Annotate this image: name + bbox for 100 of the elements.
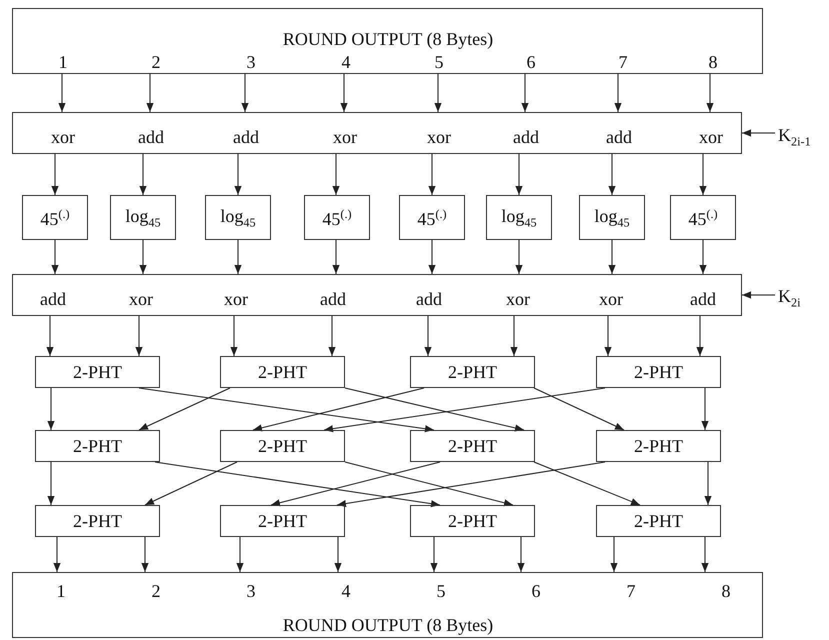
operation-label: xor bbox=[333, 128, 357, 146]
arrow bbox=[139, 240, 147, 274]
byte-number: 3 bbox=[246, 582, 256, 600]
arrow bbox=[138, 388, 230, 430]
arrow bbox=[324, 388, 606, 432]
function-box bbox=[399, 195, 465, 240]
operation-bar bbox=[12, 112, 742, 154]
output-panel bbox=[12, 572, 763, 638]
pht-box bbox=[410, 505, 535, 537]
pht-box bbox=[410, 430, 535, 462]
byte-number: 3 bbox=[246, 53, 256, 71]
arrow bbox=[146, 74, 154, 112]
function-box bbox=[110, 195, 176, 240]
arrow bbox=[701, 536, 709, 572]
operation-label: xor bbox=[599, 290, 623, 308]
operation-label: add bbox=[513, 128, 539, 146]
arrow bbox=[141, 536, 149, 572]
function-label: log$_{45}$ bbox=[594, 206, 630, 228]
byte-number: 4 bbox=[342, 53, 350, 71]
arrow bbox=[53, 536, 61, 572]
panel-title: ROUND OUTPUT (8 Bytes) bbox=[282, 616, 494, 634]
arrow bbox=[47, 388, 55, 430]
arrow bbox=[58, 74, 66, 112]
arrow bbox=[742, 291, 776, 299]
arrow bbox=[46, 316, 54, 356]
operation-label: xor bbox=[129, 290, 153, 308]
arrow bbox=[340, 74, 348, 112]
operation-label: xor bbox=[506, 290, 530, 308]
function-box bbox=[670, 195, 736, 240]
arrow bbox=[706, 74, 714, 112]
function-box bbox=[205, 195, 271, 240]
arrow bbox=[135, 316, 143, 356]
operation-label: add bbox=[40, 290, 66, 308]
function-box bbox=[486, 195, 552, 240]
operation-label: add bbox=[606, 128, 632, 146]
pht-label: 2-PHT bbox=[258, 437, 307, 455]
pht-label: 2-PHT bbox=[634, 437, 683, 455]
arrow bbox=[517, 536, 525, 572]
arrow bbox=[614, 74, 622, 112]
arrow bbox=[344, 462, 514, 506]
arrow bbox=[332, 240, 340, 274]
arrow bbox=[699, 154, 707, 196]
arrow bbox=[270, 462, 440, 506]
arrow bbox=[334, 536, 342, 572]
function-label: 45$^{(.)}$ bbox=[322, 208, 352, 228]
arrow bbox=[521, 74, 529, 112]
function-label: 45$^{(.)}$ bbox=[688, 208, 718, 228]
byte-number: 5 bbox=[434, 53, 444, 71]
arrow bbox=[430, 536, 438, 572]
arrow bbox=[701, 388, 709, 430]
panel-title: ROUND OUTPUT (8 Bytes) bbox=[282, 30, 494, 48]
byte-number: 8 bbox=[722, 582, 730, 600]
pht-box bbox=[35, 356, 160, 388]
pht-box bbox=[220, 505, 345, 537]
arrow bbox=[699, 240, 707, 274]
pht-label: 2-PHT bbox=[73, 512, 122, 530]
function-box bbox=[22, 195, 88, 240]
pht-box bbox=[596, 505, 721, 537]
arrow bbox=[139, 154, 147, 196]
pht-label: 2-PHT bbox=[634, 363, 683, 381]
arrow bbox=[154, 462, 440, 508]
byte-number: 6 bbox=[532, 582, 540, 600]
arrow bbox=[696, 316, 704, 356]
function-label: 45$^{(.)}$ bbox=[417, 208, 447, 228]
operation-label: xor bbox=[699, 128, 723, 146]
operation-label: xor bbox=[224, 290, 248, 308]
function-label: log$_{45}$ bbox=[220, 206, 256, 228]
arrow bbox=[47, 462, 55, 506]
pht-box bbox=[596, 356, 721, 388]
pht-label: 2-PHT bbox=[73, 437, 122, 455]
byte-number: 1 bbox=[58, 53, 68, 71]
byte-number: 1 bbox=[56, 582, 66, 600]
arrow bbox=[608, 240, 616, 274]
operation-bar bbox=[12, 274, 742, 316]
pht-box bbox=[220, 356, 345, 388]
pht-box bbox=[410, 356, 535, 388]
function-label: log$_{45}$ bbox=[501, 206, 537, 228]
arrow bbox=[424, 316, 432, 356]
byte-number: 2 bbox=[152, 53, 160, 71]
arrow bbox=[704, 462, 712, 506]
key-label: K$_{2i-1}$ bbox=[778, 126, 811, 148]
arrow bbox=[608, 154, 616, 196]
arrow bbox=[742, 129, 776, 137]
pht-label: 2-PHT bbox=[448, 512, 497, 530]
arrow bbox=[51, 154, 59, 196]
arrow bbox=[336, 462, 606, 508]
arrow bbox=[515, 240, 523, 274]
arrow bbox=[230, 316, 238, 356]
function-label: 45$^{(.)}$ bbox=[40, 208, 70, 228]
arrow bbox=[534, 462, 640, 506]
arrow bbox=[515, 154, 523, 196]
function-box bbox=[304, 195, 370, 240]
byte-number: 4 bbox=[342, 582, 350, 600]
operation-label: add bbox=[416, 290, 442, 308]
arrow bbox=[252, 388, 424, 432]
arrow bbox=[236, 536, 244, 572]
operation-label: xor bbox=[427, 128, 451, 146]
operation-label: xor bbox=[51, 128, 75, 146]
pht-box bbox=[35, 505, 160, 537]
pht-label: 2-PHT bbox=[258, 363, 307, 381]
